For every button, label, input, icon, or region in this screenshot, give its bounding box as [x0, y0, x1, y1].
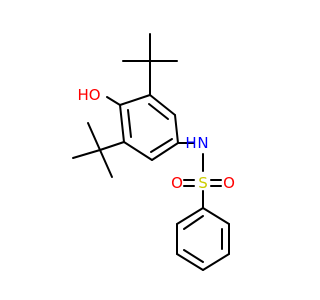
bond-ring-b-6-inner: [183, 215, 204, 230]
bond-ring-a-2-inner: [148, 103, 169, 120]
bond-hydroxyl: [106, 96, 121, 106]
bond-ring-b-3: [202, 253, 230, 271]
bond-ring-a-1: [119, 94, 151, 106]
molecule-canvas: HO N H S O O: [72, 33, 235, 271]
bond-ring-b-1: [202, 207, 230, 225]
bond-ring-a-6-inner: [127, 109, 132, 138]
bond-ring-b-4: [176, 253, 204, 271]
oxygen-left-label: O: [171, 174, 183, 192]
bond-lower-tbutyl-left: [72, 149, 101, 159]
bond-lower-tbutyl-up: [87, 122, 101, 151]
amine-nitrogen-label: N: [197, 134, 208, 152]
bond-ring-b-6: [176, 207, 204, 225]
sulfur-label: S: [198, 174, 208, 192]
hydroxyl-label: HO: [77, 86, 100, 104]
molecule-structure: HO N H S O O: [72, 33, 235, 271]
bond-ring-a-2: [149, 94, 176, 116]
oxygen-right-label: O: [223, 174, 235, 192]
bond-ring-a-6: [119, 104, 125, 143]
bond-ring-a-5: [123, 141, 153, 161]
bond-lower-tbutyl-attach: [99, 141, 125, 151]
bond-ring-b-4-inner: [183, 249, 204, 263]
bond-lower-tbutyl-down: [99, 149, 113, 178]
bond-ring-a-3: [174, 114, 179, 144]
amine-hydrogen-label: H: [185, 134, 196, 152]
bond-ring-a-4-inner: [150, 138, 173, 153]
bond-ring-a-4: [151, 142, 179, 161]
